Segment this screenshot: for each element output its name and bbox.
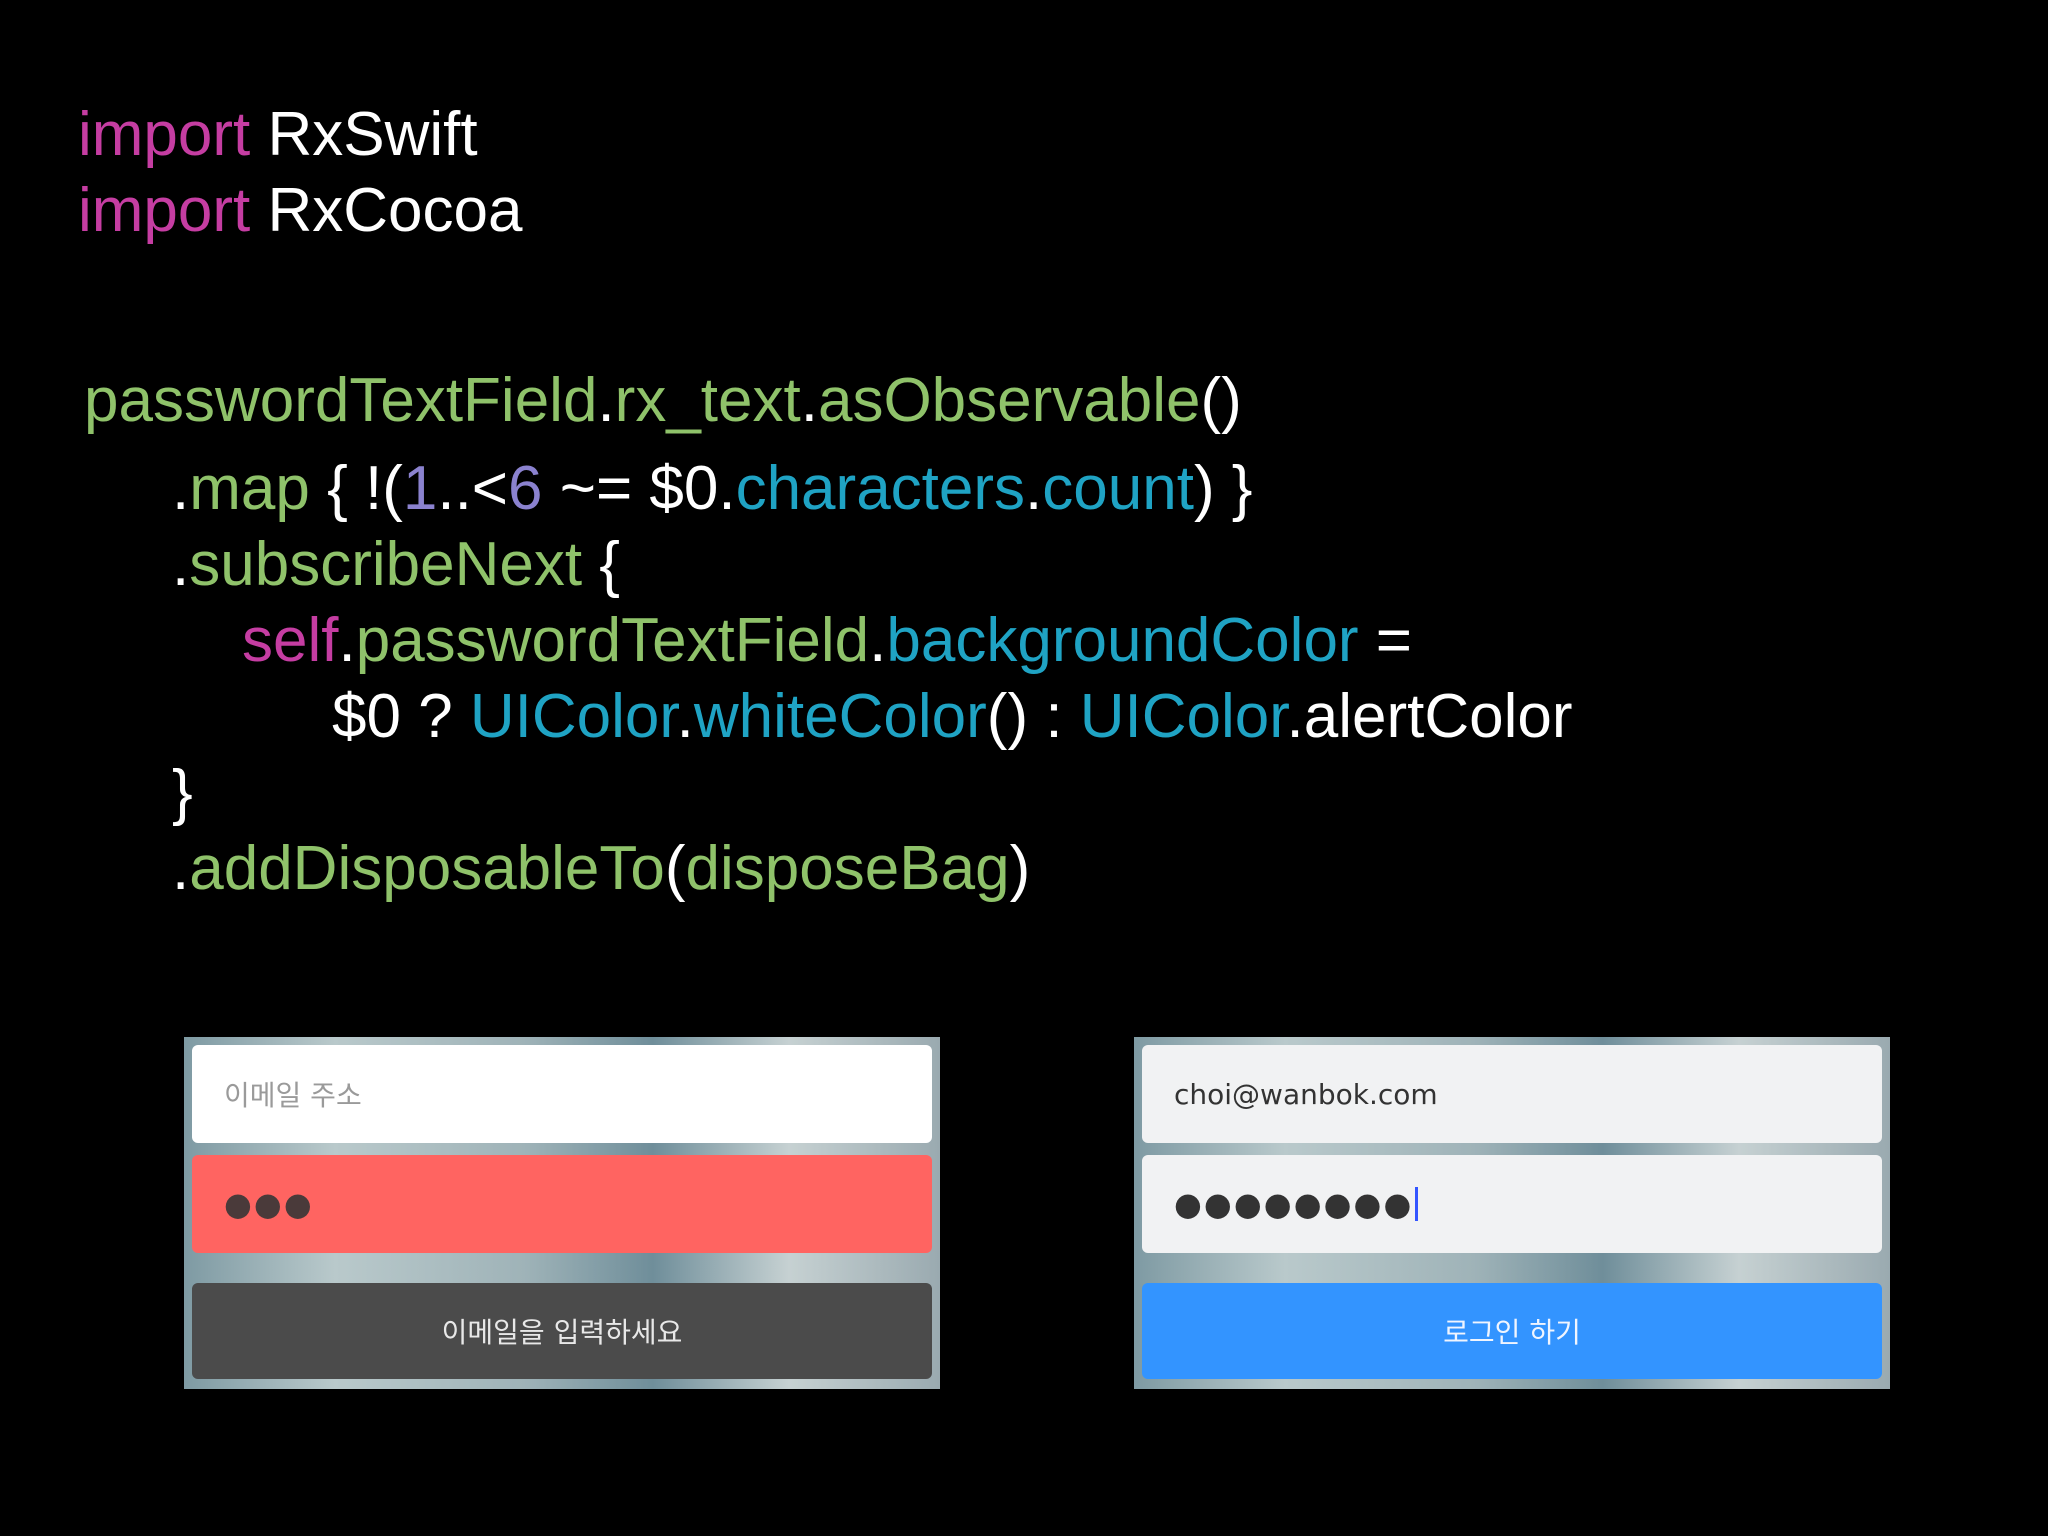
- button-label: 이메일을 입력하세요: [441, 1316, 683, 1349]
- identifier: passwordTextField: [355, 606, 870, 675]
- code-line-8: }: [172, 762, 193, 824]
- punctuation: (: [664, 834, 686, 903]
- code-line-2: import RxCocoa: [78, 180, 522, 242]
- code-line-4: .map { !(1..<6 ~= $0.characters.count) }: [172, 458, 1253, 520]
- code-line-6: self.passwordTextField.backgroundColor =: [242, 610, 1412, 672]
- operator: ~= $0.: [542, 454, 736, 523]
- property: count: [1042, 454, 1194, 523]
- password-dots: ●●●: [224, 1185, 314, 1223]
- module-name: RxSwift: [250, 100, 478, 169]
- method-call: subscribeNext: [189, 530, 583, 599]
- method-call: addDisposableTo: [189, 834, 665, 903]
- password-dots: ●●●●●●●●: [1174, 1185, 1414, 1223]
- identifier: rx_text: [614, 366, 801, 435]
- punctuation: .: [338, 606, 356, 675]
- type-name: UIColor: [1079, 682, 1287, 751]
- password-field[interactable]: ●●●: [192, 1155, 932, 1253]
- code-line-5: .subscribeNext {: [172, 534, 620, 596]
- identifier: passwordTextField: [84, 366, 598, 435]
- method-call: asObservable: [817, 366, 1201, 435]
- punctuation: .: [172, 834, 190, 903]
- punctuation: .: [1025, 454, 1043, 523]
- number-literal: 6: [508, 454, 543, 523]
- code-line-1: import RxSwift: [78, 104, 478, 166]
- code-line-3: passwordTextField.rx_text.asObservable(): [84, 370, 1242, 432]
- identifier: .alertColor: [1286, 682, 1573, 751]
- punctuation: () :: [986, 682, 1080, 751]
- import-keyword: import: [78, 176, 251, 245]
- email-value: choi@wanbok.com: [1174, 1077, 1438, 1111]
- property: characters: [735, 454, 1026, 523]
- code-line-7: $0 ? UIColor.whiteColor() : UIColor.aler…: [332, 686, 1573, 748]
- code-line-9: .addDisposableTo(disposeBag): [172, 838, 1030, 900]
- punctuation: .: [869, 606, 887, 675]
- punctuation: .: [172, 530, 190, 599]
- email-placeholder: 이메일 주소: [224, 1079, 362, 1112]
- closing-brace: }: [172, 758, 193, 827]
- punctuation: .: [676, 682, 694, 751]
- operator: =: [1358, 606, 1413, 675]
- login-form-invalid: 이메일 주소 ●●● 이메일을 입력하세요: [184, 1037, 940, 1389]
- number-literal: 1: [402, 454, 438, 523]
- module-name: RxCocoa: [250, 176, 523, 245]
- punctuation: .: [800, 366, 818, 435]
- punctuation: { !(: [309, 454, 403, 523]
- password-field[interactable]: ●●●●●●●●: [1142, 1155, 1882, 1253]
- button-label: 로그인 하기: [1443, 1316, 1581, 1349]
- punctuation: (): [1200, 366, 1242, 435]
- punctuation: .: [172, 454, 190, 523]
- punctuation: {: [582, 530, 620, 599]
- login-form-valid: choi@wanbok.com ●●●●●●●● 로그인 하기: [1134, 1037, 1890, 1389]
- punctuation: ) }: [1193, 454, 1253, 523]
- email-field[interactable]: choi@wanbok.com: [1142, 1045, 1882, 1143]
- import-keyword: import: [78, 100, 251, 169]
- operator: ..<: [437, 454, 509, 523]
- email-field[interactable]: 이메일 주소: [192, 1045, 932, 1143]
- enter-email-button[interactable]: 이메일을 입력하세요: [192, 1283, 932, 1379]
- punctuation: .: [597, 366, 615, 435]
- method-call: whiteColor: [693, 682, 987, 751]
- method-call: map: [189, 454, 310, 523]
- expression: $0 ?: [332, 682, 470, 751]
- text-cursor: [1415, 1187, 1419, 1221]
- self-keyword: self: [242, 606, 339, 675]
- property: backgroundColor: [886, 606, 1359, 675]
- identifier: disposeBag: [685, 834, 1010, 903]
- type-name: UIColor: [469, 682, 677, 751]
- login-button[interactable]: 로그인 하기: [1142, 1283, 1882, 1379]
- punctuation: ): [1009, 834, 1031, 903]
